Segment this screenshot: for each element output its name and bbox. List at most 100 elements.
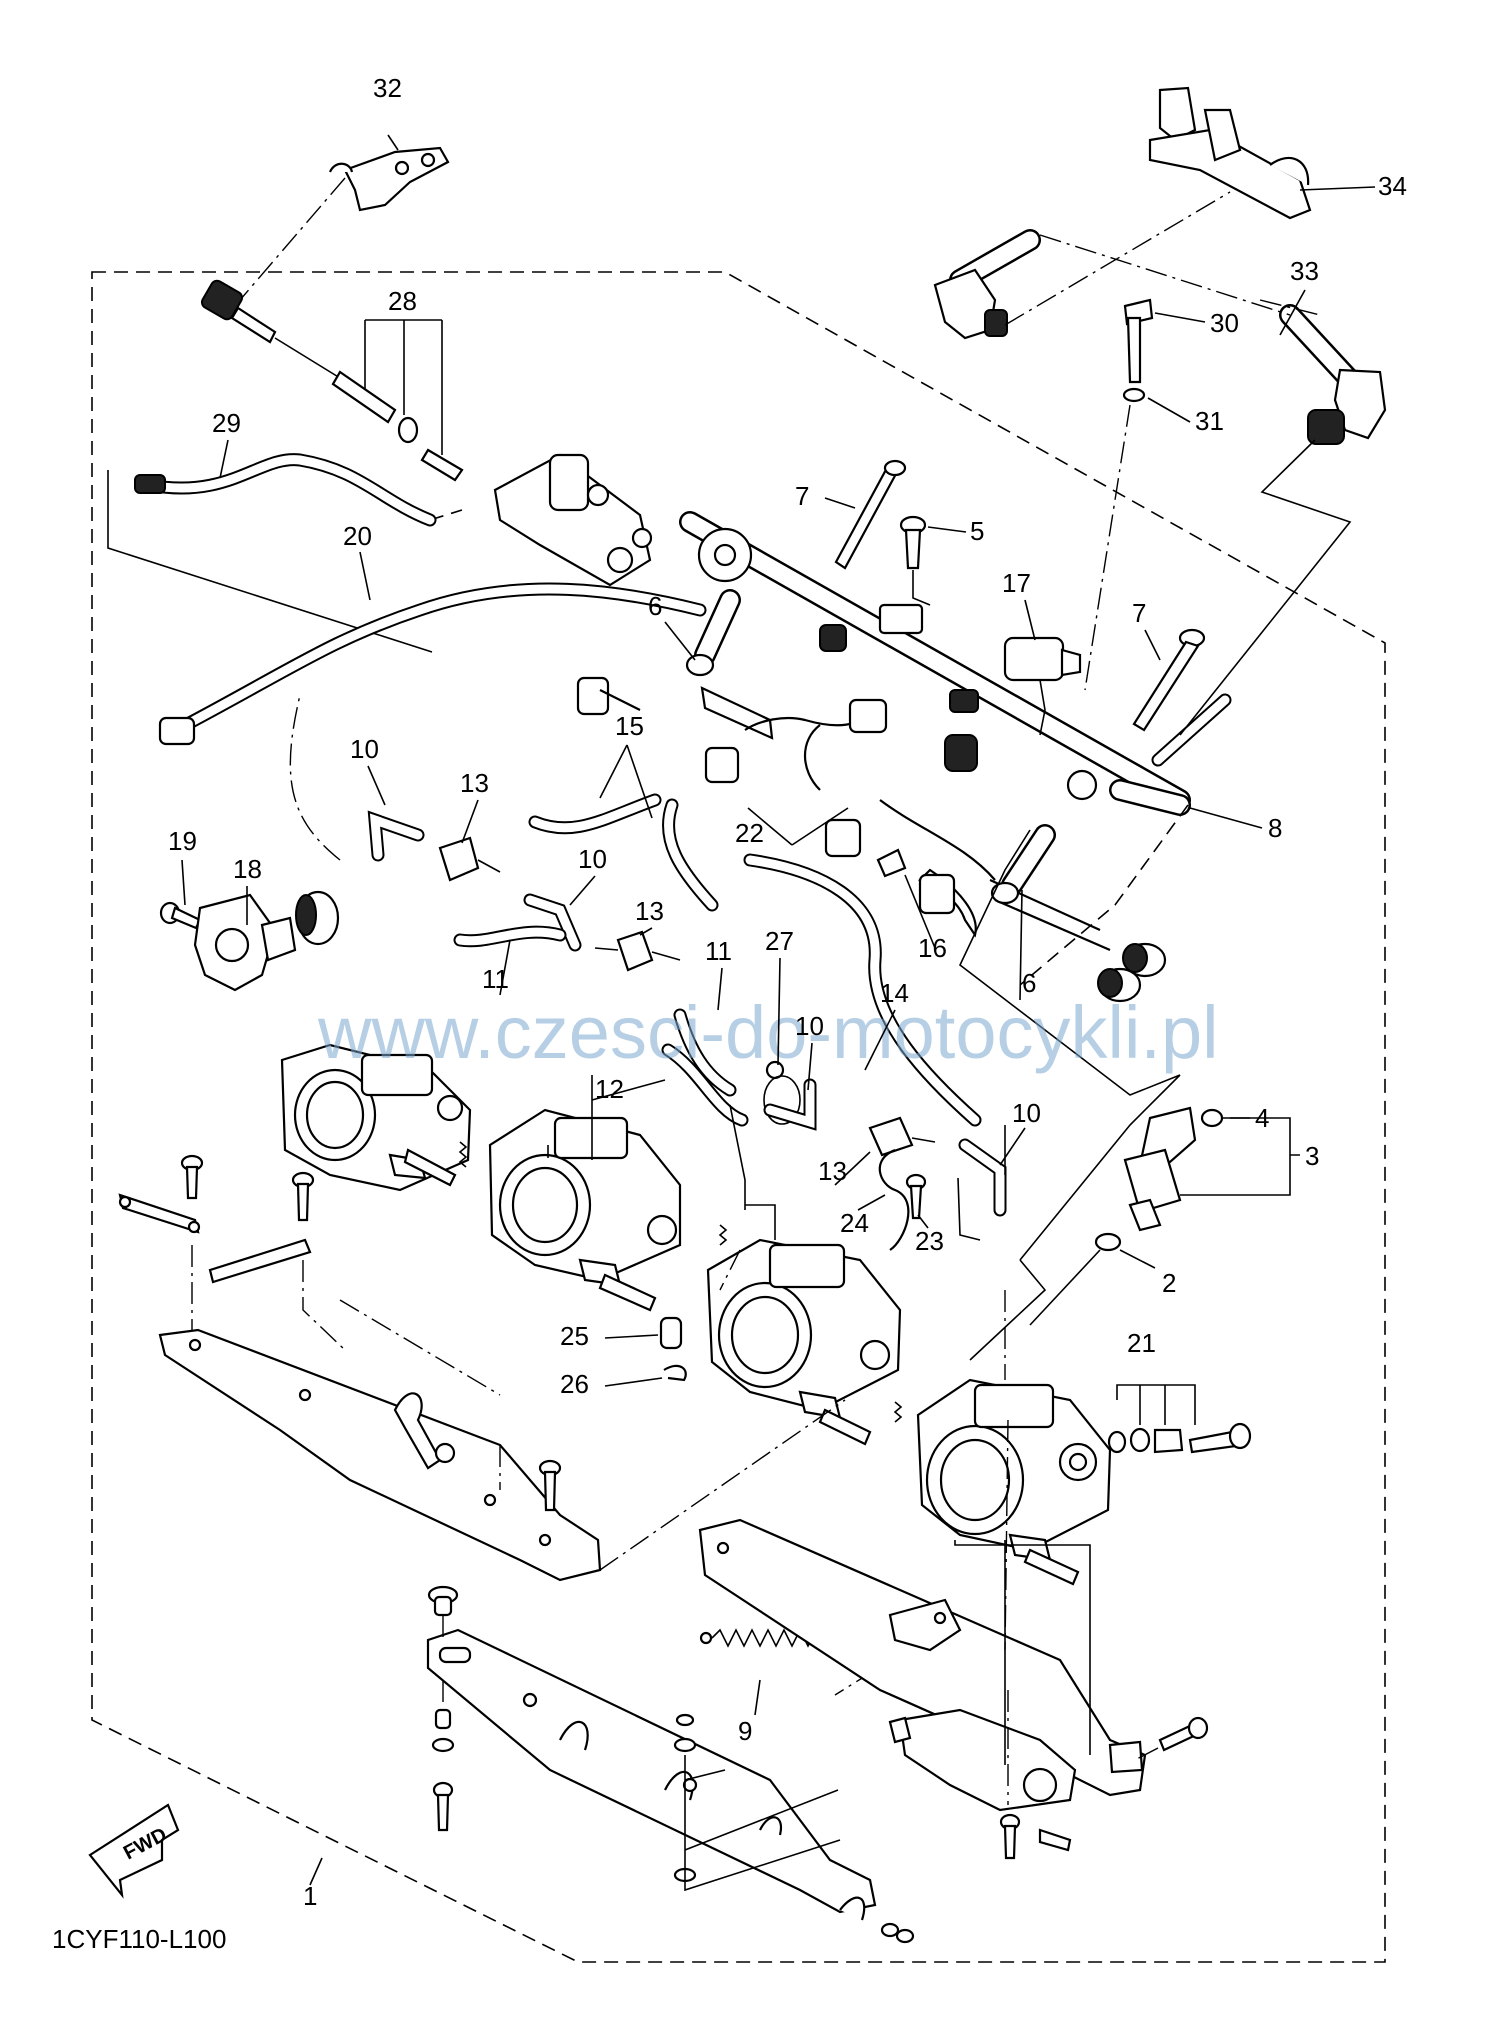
label-26: 26: [560, 1369, 589, 1399]
leader-center: [719, 1249, 741, 1291]
leader-18: [289, 694, 341, 861]
cable-29: [134, 453, 437, 527]
screw-rail-left: [538, 1459, 562, 1512]
label-1: 1: [303, 1881, 317, 1911]
throttle-body-1: [280, 1043, 472, 1192]
label-28: 28: [388, 286, 417, 316]
hose-15: [528, 793, 719, 912]
label-7-right: 7: [1132, 598, 1146, 628]
label-19: 19: [168, 826, 197, 856]
label-6-lower: 6: [1022, 968, 1036, 998]
label-31: 31: [1195, 406, 1224, 436]
label-27: 27: [765, 926, 794, 956]
hose-10-d: [958, 1138, 1007, 1217]
pipe-8: [1109, 693, 1232, 816]
label-32: 32: [373, 73, 402, 103]
leader-vert-right: [1004, 1290, 1009, 1805]
spring-small: [718, 1224, 903, 1423]
label-14: 14: [880, 978, 909, 1008]
grommet-top: [427, 1585, 459, 1617]
callout-labels: 1 2 3 4 5 6 6 7 7 8 9 10 10 10 10 11 11 …: [168, 73, 1407, 1911]
label-11-b: 11: [705, 936, 732, 966]
adjust-screw-set-21: [1107, 1422, 1252, 1454]
plate-left-b: [208, 1238, 312, 1284]
screw-5: [899, 515, 927, 570]
leader-washers-mid: [684, 1755, 841, 1892]
label-30: 30: [1210, 308, 1239, 338]
hose-10-c: [763, 1078, 817, 1131]
leader-bolt-right: [1134, 1747, 1159, 1761]
screw-19: [159, 901, 202, 930]
hose-clamp-34: [1148, 86, 1312, 220]
label-5: 5: [970, 516, 984, 546]
throttle-cable-28: [200, 279, 464, 482]
leader-right-frame: [954, 1540, 1091, 1765]
label-10-d: 10: [1012, 1098, 1041, 1128]
leader-rail-right: [339, 1299, 501, 1396]
leader-33-frame: [1179, 439, 1352, 736]
plate-left: [118, 1193, 201, 1234]
label-33: 33: [1290, 256, 1319, 286]
fwd-arrow: FWD: [88, 1803, 180, 1899]
clip-16: [876, 848, 956, 915]
label-6-upper: 6: [648, 591, 662, 621]
leader-right-diag: [1019, 804, 1189, 986]
spring-body-1: [458, 1141, 468, 1168]
leader-screws-left: [191, 1245, 346, 1351]
hose-11-b: [673, 1008, 737, 1097]
label-10-c: 10: [795, 1011, 824, 1041]
throttle-body-3: [706, 1238, 902, 1446]
leader-3-bracket: [1180, 1117, 1300, 1196]
label-12: 12: [595, 1074, 624, 1104]
hose-14: [743, 853, 982, 1127]
hose-33: [933, 229, 1387, 445]
cable-20: [158, 582, 707, 746]
joint-13-c: [868, 1116, 936, 1251]
label-25: 25: [560, 1321, 589, 1351]
label-4: 4: [1255, 1103, 1269, 1133]
bolt-7-right: [1132, 628, 1206, 732]
mounting-rail-right: [698, 1518, 1147, 1797]
screw-left-a: [180, 1154, 204, 1200]
clip-26: [663, 1364, 687, 1382]
injector-3: [1094, 1106, 1224, 1252]
throttle-body-2: [488, 1108, 682, 1312]
diagram-code: 1CYF110-L100: [52, 1924, 226, 1954]
leader-29-frame: [107, 470, 433, 653]
lower-left-hardware: [431, 1708, 455, 1832]
label-17: 17: [1002, 568, 1031, 598]
leader-inj-down: [1029, 1249, 1101, 1326]
label-8: 8: [1268, 813, 1282, 843]
screw-left-b: [291, 1171, 315, 1222]
leader-7-5: [912, 570, 931, 606]
idle-mechanism: [888, 1708, 1077, 1852]
hose-6-upper: [685, 589, 741, 677]
leader-10-d: [957, 1177, 981, 1241]
joint-13-a: [438, 836, 501, 882]
mounting-rail-left: [158, 1328, 602, 1582]
clip-27: [763, 1060, 801, 1125]
bracket-lower-left: [426, 1628, 877, 1914]
leader-30-31: [1084, 404, 1131, 691]
label-24: 24: [840, 1208, 869, 1238]
pressure-regulator-block: [493, 453, 653, 587]
hose-10-b: [523, 893, 582, 952]
label-15: 15: [615, 711, 644, 741]
cable-bracket-32: [328, 146, 450, 212]
label-leaders: [181, 134, 1376, 1886]
frame-right: [958, 829, 1181, 1361]
sensor-17: [1003, 636, 1082, 736]
leader-33-34: [1004, 191, 1321, 326]
label-9: 9: [738, 1716, 752, 1746]
label-10-a: 10: [350, 734, 379, 764]
leader-32: [239, 177, 346, 301]
label-13-a: 13: [460, 768, 489, 798]
watermark-text: www.czesci-do-motocykli.pl: [317, 991, 1219, 1074]
label-3: 3: [1305, 1141, 1319, 1171]
washers-bottom: [839, 1896, 915, 1944]
joint-13-b: [594, 930, 681, 972]
bolt-23: [905, 1173, 927, 1220]
bolt-30: [1123, 298, 1154, 384]
